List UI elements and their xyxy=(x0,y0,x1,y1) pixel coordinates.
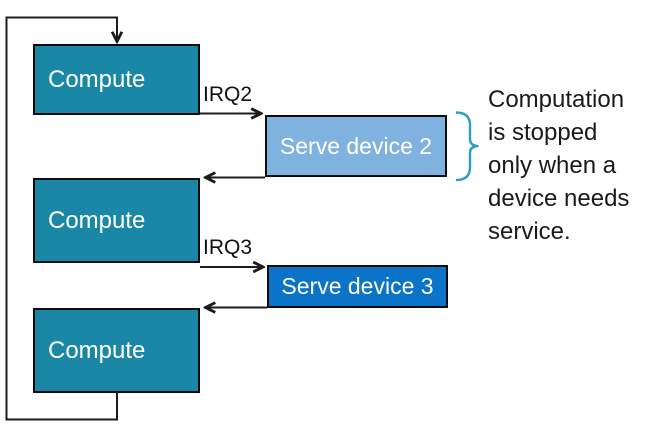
annotation-line: only when a xyxy=(488,152,617,179)
annotation-line: Computation xyxy=(488,86,625,113)
serve-device-3-box: Serve device 3 xyxy=(267,265,448,308)
serve-device-2-label: Serve device 2 xyxy=(279,132,433,159)
compute-box-2-label: Compute xyxy=(48,206,146,234)
annotation-line: device needs xyxy=(488,185,630,212)
irq3-label: IRQ3 xyxy=(203,236,253,259)
annotation-brace xyxy=(455,111,479,182)
compute-box-3: Compute xyxy=(33,308,200,393)
serve-device-2-box: Serve device 2 xyxy=(265,115,447,177)
compute-box-2: Compute xyxy=(33,178,200,263)
compute-box-1-label: Compute xyxy=(48,65,146,93)
annotation-line: is stopped xyxy=(488,119,598,146)
compute-box-1: Compute xyxy=(33,44,200,115)
serve-device-3-label: Serve device 3 xyxy=(281,273,434,299)
compute-box-3-label: Compute xyxy=(48,336,146,364)
annotation-text: Computation is stopped only when a devic… xyxy=(488,83,645,248)
annotation-line: service. xyxy=(488,218,571,245)
irq2-label: IRQ2 xyxy=(203,83,253,106)
loop-connector xyxy=(5,16,118,421)
